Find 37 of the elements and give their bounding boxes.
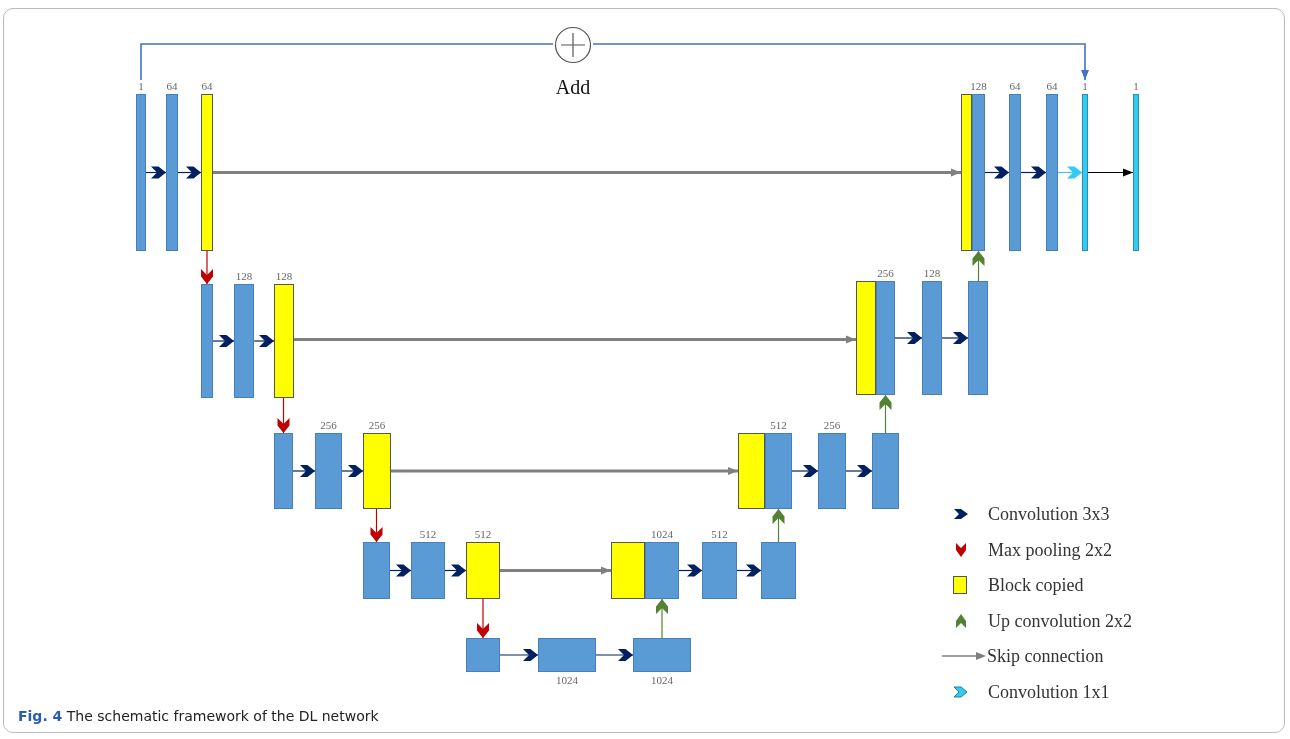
legend-text: Convolution 1x1 xyxy=(988,681,1110,703)
channel-count: 256 xyxy=(823,419,841,432)
channel-count: 512 xyxy=(711,528,728,541)
channel-count: 128 xyxy=(923,267,941,280)
channel-count: 512 xyxy=(770,419,787,432)
arrow xyxy=(500,566,611,575)
channel-count: 512 xyxy=(419,528,437,541)
channel-count: 512 xyxy=(474,528,492,541)
channel-count: 1 xyxy=(138,80,144,93)
channel-count: 1024 xyxy=(651,528,673,541)
legend-text: Max pooling 2x2 xyxy=(988,538,1112,561)
channel-count: 1024 xyxy=(556,674,578,687)
channel-count: 1 xyxy=(1133,80,1139,93)
arrow xyxy=(1087,168,1134,177)
legend-text: Block copied xyxy=(988,574,1084,597)
legend-text: Up convolution 2x2 xyxy=(988,609,1132,632)
channel-count: 128 xyxy=(970,80,987,93)
figure-caption: Fig. 4 The schematic framework of the DL network xyxy=(18,708,379,724)
arrow xyxy=(294,335,856,344)
channel-count: 1024 xyxy=(651,674,673,687)
arrow xyxy=(391,467,738,475)
connection-line xyxy=(592,43,1089,81)
channel-count: 64 xyxy=(166,80,178,93)
channel-count: 64 xyxy=(1046,80,1058,93)
channel-count: 256 xyxy=(320,419,337,432)
legend-text: Skip connection xyxy=(987,645,1104,668)
channel-count: 1 xyxy=(1082,80,1088,93)
channel-count: 128 xyxy=(235,270,253,283)
arrow xyxy=(213,168,961,177)
channel-count: 128 xyxy=(275,270,293,283)
channel-count: 64 xyxy=(1009,80,1021,93)
channel-count: 64 xyxy=(201,80,213,93)
channel-count: 256 xyxy=(877,267,894,280)
connection-line xyxy=(140,43,554,81)
channel-count: 256 xyxy=(368,419,386,432)
legend-text: Convolution 3x3 xyxy=(988,503,1110,525)
operation-label: Add xyxy=(555,76,591,98)
